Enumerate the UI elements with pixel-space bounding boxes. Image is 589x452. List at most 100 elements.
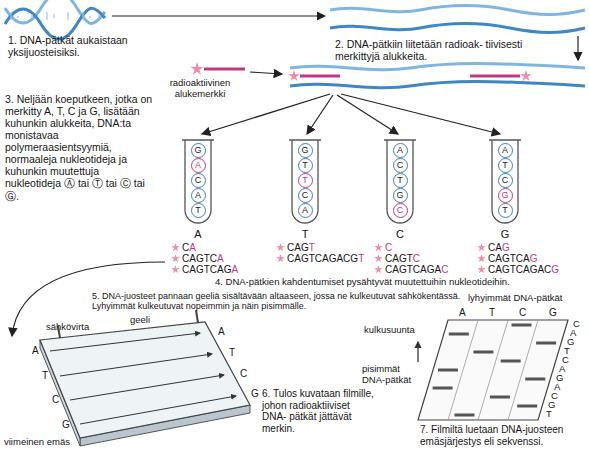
- primed-strands: [288, 64, 585, 88]
- fragment: CAGTC: [385, 253, 420, 265]
- nucleotide-letter: A: [195, 161, 201, 170]
- nucleotide-circle: T: [498, 203, 513, 218]
- step-text: 1. DNA-pätkät aukaistaan yksijuosteisiks…: [8, 34, 158, 58]
- lane-letter: C: [52, 394, 59, 406]
- nucleotide-circle: C: [393, 203, 408, 218]
- radioactive-star: [171, 265, 180, 273]
- fragment: CAGTCAGACGT: [287, 253, 364, 265]
- nucleotide-letter: T: [302, 176, 308, 185]
- nucleotide-circle: A: [498, 143, 513, 158]
- nucleotide-circle: T: [298, 158, 313, 173]
- nucleotide-circle: G: [298, 143, 313, 158]
- test-tube: CACTGC: [383, 138, 417, 226]
- lane-letter: C: [519, 307, 526, 319]
- lane-letter: G: [251, 388, 259, 400]
- single-strands: [330, 6, 585, 33]
- lane-letter: A: [218, 326, 225, 338]
- fragment: CA: [182, 242, 196, 254]
- nucleotide-letter: A: [195, 191, 201, 200]
- step-arrow: [250, 72, 282, 74]
- nucleotide-letter: T: [502, 161, 508, 170]
- nucleotide-letter: A: [397, 146, 403, 155]
- radioactive-star: [171, 254, 180, 262]
- test-tube: AGACAT: [181, 138, 215, 226]
- nucleotide-letter: G: [396, 191, 403, 200]
- nucleotide-letter: C: [302, 191, 309, 200]
- radioactive-star: [171, 243, 180, 251]
- nucleotide-letter: C: [502, 176, 509, 185]
- nucleotide-circle: C: [393, 158, 408, 173]
- tube-label: A: [181, 228, 215, 240]
- radioactive-star: [374, 254, 383, 262]
- direction-label: kulkusuunta: [364, 325, 415, 336]
- fragment: C: [385, 242, 392, 254]
- tube-glass: [489, 140, 521, 223]
- nucleotide-letter: A: [502, 146, 508, 155]
- radioactive-star: [374, 265, 383, 273]
- radioactive-star: [276, 243, 285, 251]
- nucleotide-circle: C: [498, 173, 513, 188]
- nucleotide-circle: T: [191, 203, 206, 218]
- tube-arrows: [12, 94, 500, 336]
- radioactive-star: [477, 265, 486, 273]
- nucleotide-circle: A: [191, 158, 206, 173]
- nucleotide-letter: T: [195, 206, 201, 215]
- film-band: [501, 360, 521, 363]
- film-band: [490, 396, 510, 399]
- tube-label: T: [288, 228, 322, 240]
- step-text: 5. DNA-juosteet pannaan geeliä sisältävä…: [92, 291, 462, 312]
- fragment: CAGTCAGA: [182, 264, 238, 276]
- fragment: CAGT: [287, 242, 315, 254]
- film-label: lyhyimmät DNA-pätkät: [468, 293, 563, 304]
- nucleotide-letter: C: [195, 176, 202, 185]
- nucleotide-circle: T: [393, 173, 408, 188]
- tube-label: G: [488, 228, 522, 240]
- nucleotide-letter: C: [397, 161, 404, 170]
- fragment: CAGTCA: [182, 253, 224, 265]
- sequence-letter: T: [546, 409, 552, 420]
- primer-label: radioaktiivinen alukemerkki: [160, 78, 240, 100]
- tube-glass: [182, 140, 214, 223]
- nucleotide-letter: C: [397, 206, 404, 215]
- nucleotide-circle: T: [298, 173, 313, 188]
- test-tube: TGTTCA: [288, 138, 322, 226]
- nucleotide-letter: G: [301, 146, 308, 155]
- film-band: [473, 351, 493, 354]
- film-band: [525, 378, 545, 381]
- radioactive-star: [374, 243, 383, 251]
- step-text: 3. Neljään koeputkeen, jotka on merkitty…: [5, 93, 155, 202]
- step-arrow: [577, 36, 578, 60]
- nucleotide-circle: T: [498, 158, 513, 173]
- radioactive-star: [276, 254, 285, 262]
- lane-letter: A: [459, 307, 466, 319]
- lane-letter: T: [229, 347, 235, 359]
- tube-label: C: [383, 228, 417, 240]
- nucleotide-circle: G: [191, 143, 206, 158]
- nucleotide-circle: A: [298, 203, 313, 218]
- film-band: [433, 387, 453, 390]
- film-band: [438, 369, 458, 372]
- film-band: [536, 342, 556, 345]
- step-text: 6. Tulos kuvataan filmille, johon radioa…: [262, 388, 377, 434]
- lane-letter: G: [549, 307, 557, 319]
- direction-arrow: [417, 342, 418, 362]
- tube-glass: [289, 140, 321, 223]
- film-band: [449, 333, 469, 336]
- nucleotide-circle: G: [498, 188, 513, 203]
- gel-tray: [40, 310, 250, 446]
- nucleotide-circle: C: [298, 188, 313, 203]
- lane-letter: G: [62, 419, 70, 431]
- nucleotide-circle: A: [393, 143, 408, 158]
- last-base-label: viimeinen emäs: [4, 437, 70, 448]
- test-tube: GATCGT: [488, 138, 522, 226]
- film-band: [512, 324, 532, 327]
- tube-glass: [384, 140, 416, 223]
- nucleotide-letter: T: [302, 161, 308, 170]
- step-text: 2. DNA-pätkiin liitetään radioak- tiivis…: [335, 38, 565, 62]
- radioactive-star: [477, 254, 486, 262]
- nucleotide-letter: A: [302, 206, 308, 215]
- nucleotide-circle: G: [393, 188, 408, 203]
- gel-label: geeli: [130, 315, 150, 326]
